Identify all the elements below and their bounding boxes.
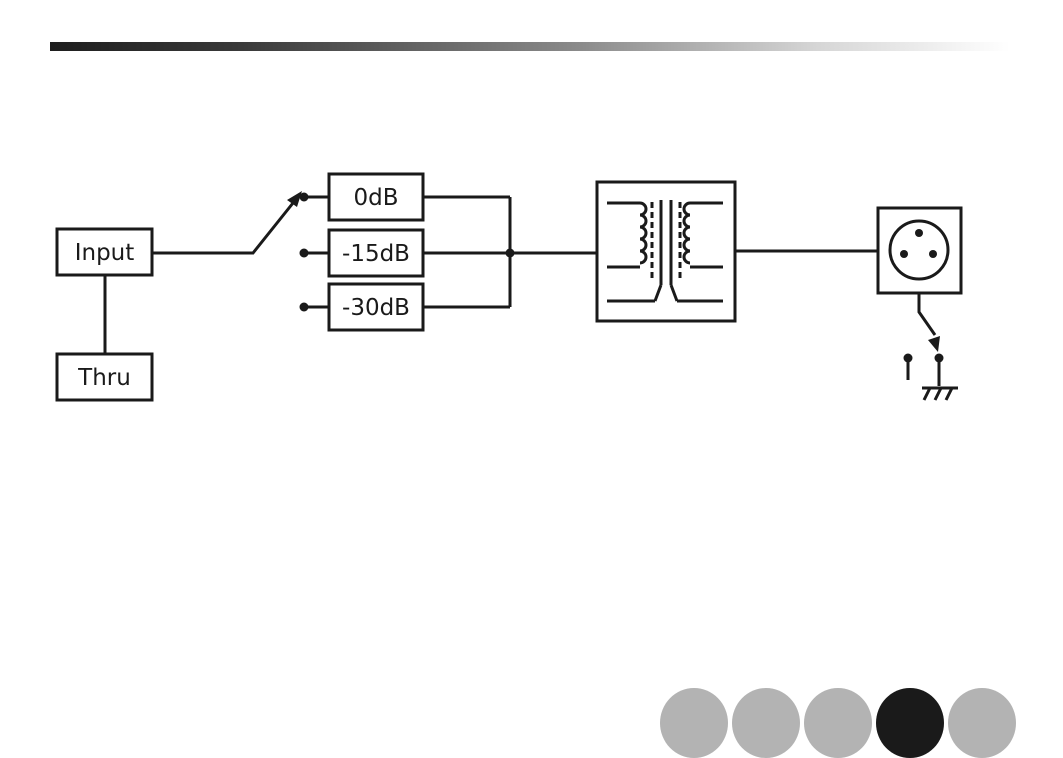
switch-arrowhead <box>287 191 302 207</box>
page-nav-tabs <box>660 688 1063 723</box>
nav-tab-2[interactable] <box>732 688 800 758</box>
nav-tab-5[interactable] <box>948 688 1016 758</box>
xlr-pin-1 <box>915 229 923 237</box>
nav-tab-3[interactable] <box>804 688 872 758</box>
core-leg-right <box>671 285 677 301</box>
input-label: Input <box>75 240 135 266</box>
contact-dot-15db <box>300 249 309 258</box>
contact-dot-30db <box>300 303 309 312</box>
ground-lift-switch-arm <box>919 293 935 335</box>
core-leg-left <box>655 285 661 301</box>
thru-label: Thru <box>77 365 131 391</box>
nav-tab-1[interactable] <box>660 688 728 758</box>
pad-label-30db: -30dB <box>342 295 410 321</box>
ground-icon <box>922 388 958 400</box>
pad-label-0db: 0dB <box>353 185 398 211</box>
transformer-secondary-icon <box>684 203 723 267</box>
transformer-primary-icon <box>607 203 646 267</box>
nav-tab-4[interactable] <box>876 688 944 758</box>
lift-contact-dot <box>904 354 913 363</box>
selector-switch-arm <box>152 198 297 253</box>
pad-label-15db: -15dB <box>342 241 410 267</box>
ground-switch-arrowhead <box>928 336 940 352</box>
xlr-pin-3 <box>929 250 937 258</box>
xlr-pin-2 <box>900 250 908 258</box>
ground-contact-dot <box>935 354 944 363</box>
bus-junction-dot <box>506 249 515 258</box>
signal-flow-diagram: Input Thru 0dB -15dB -30dB <box>0 0 1063 723</box>
